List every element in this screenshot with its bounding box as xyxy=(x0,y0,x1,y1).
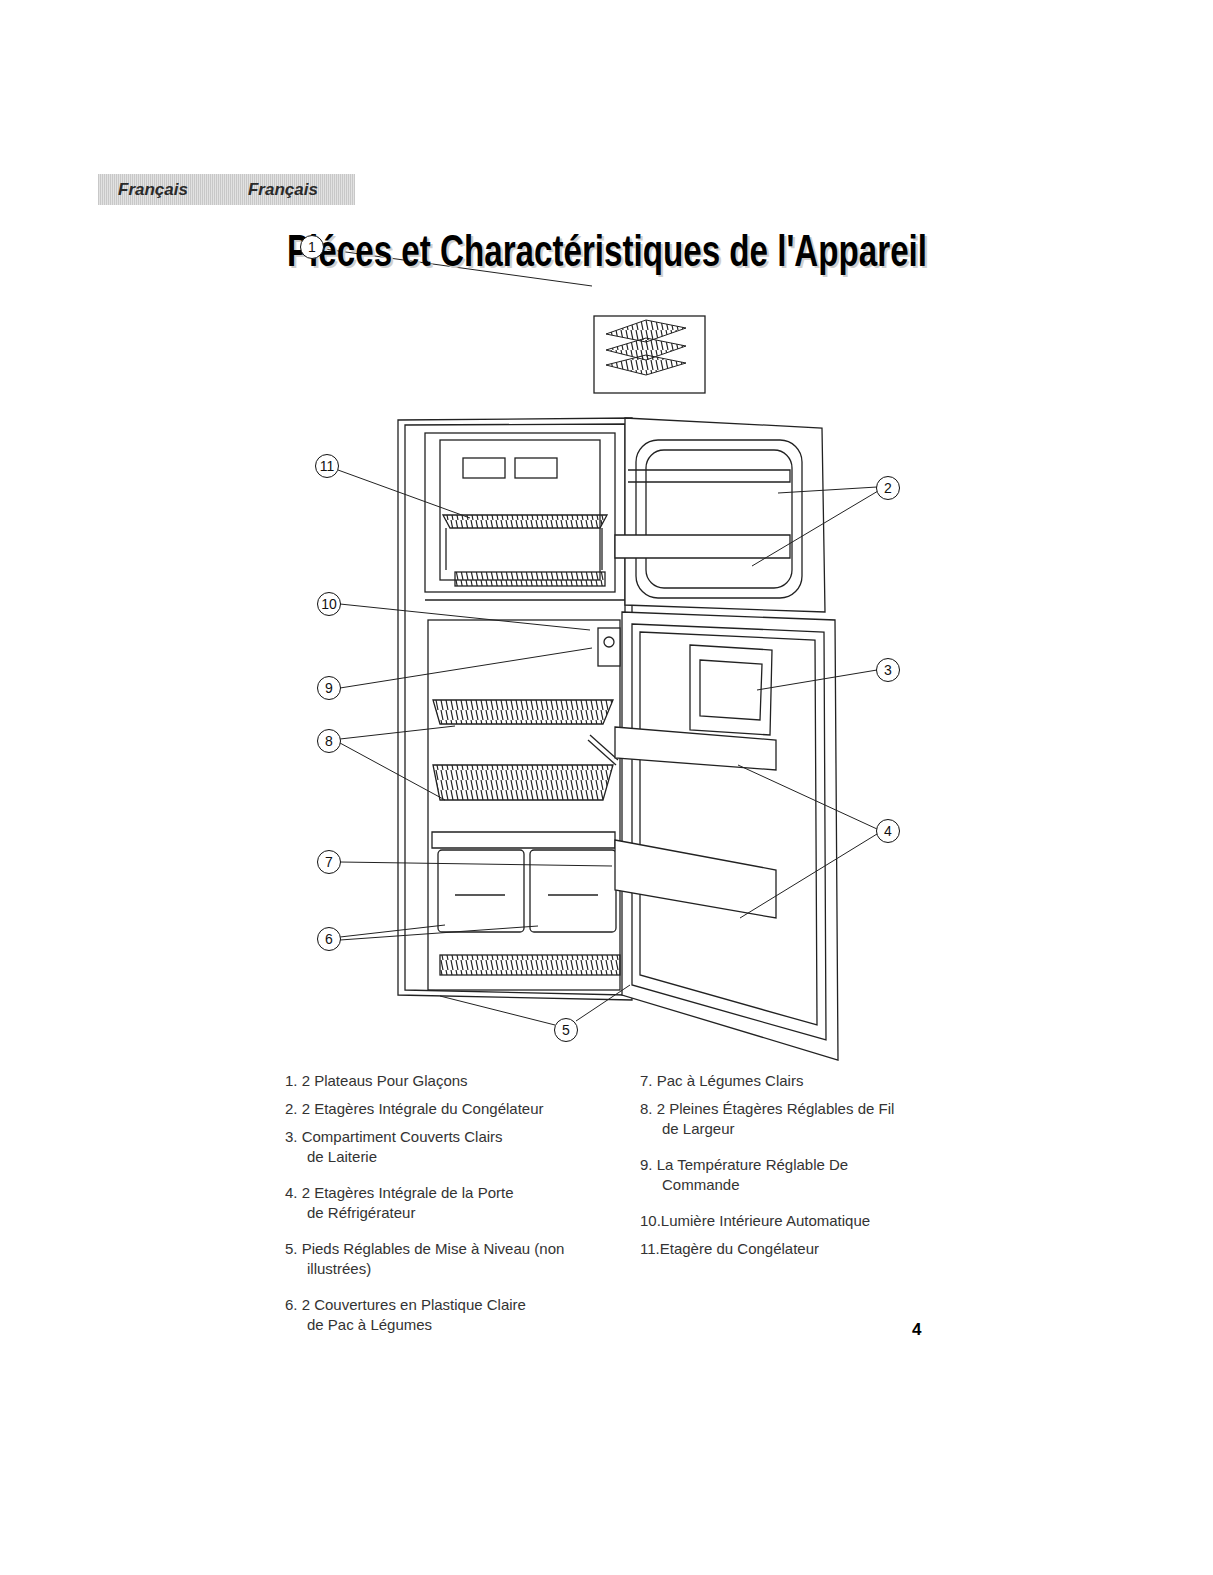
callout-circle: 6 xyxy=(317,927,341,951)
callout-number: 7 xyxy=(325,854,333,870)
callout-circle: 1 xyxy=(300,235,324,259)
page-title: Piéces et Charactéristiques de l'Apparei… xyxy=(287,226,927,276)
callout-number: 3 xyxy=(884,662,892,678)
callout-circle: 8 xyxy=(317,729,341,753)
part-item: 1. 2 Plateaus Pour Glaçons xyxy=(285,1071,647,1091)
part-item: 10.Lumière Intérieure Automatique xyxy=(640,1211,982,1231)
callout-number: 6 xyxy=(325,931,333,947)
callout-circle: 5 xyxy=(554,1018,578,1042)
part-item: 4. 2 Etagères Intégrale de la Porte de R… xyxy=(285,1183,525,1223)
callout-circle: 11 xyxy=(315,454,339,478)
part-item: 3. Compartiment Couverts Clairs de Laite… xyxy=(285,1127,512,1167)
part-item: 5. Pieds Réglables de Mise à Niveau (non… xyxy=(285,1239,582,1279)
callout-circle: 4 xyxy=(876,819,900,843)
callout-number: 1 xyxy=(308,239,316,255)
language-tab: Français xyxy=(118,180,188,200)
callout-circle: 3 xyxy=(876,658,900,682)
callout-number: 2 xyxy=(884,480,892,496)
part-item: 9. La Température Réglable De Commande xyxy=(640,1155,907,1195)
part-item: 7. Pac à Légumes Clairs xyxy=(640,1071,982,1091)
callout-number: 8 xyxy=(325,733,333,749)
callout-circle: 10 xyxy=(317,592,341,616)
part-item: 6. 2 Couvertures en Plastique Claire de … xyxy=(285,1295,529,1335)
callout-number: 5 xyxy=(562,1022,570,1038)
callout-number: 11 xyxy=(320,458,335,474)
callout-circle: 9 xyxy=(317,676,341,700)
part-item: 11.Etagère du Congélateur xyxy=(640,1239,982,1259)
callout-number: 9 xyxy=(325,680,333,696)
callout-number: 10 xyxy=(321,596,337,612)
callout-circle: 7 xyxy=(317,850,341,874)
part-item: 8. 2 Pleines Étagères Réglables de Fil d… xyxy=(640,1099,902,1139)
callout-circle: 2 xyxy=(876,476,900,500)
part-item: 2. 2 Etagères Intégrale du Congélateur xyxy=(285,1099,647,1119)
language-band: Français Français xyxy=(98,174,355,205)
page-number: 4 xyxy=(912,1320,942,1340)
callout-number: 4 xyxy=(884,823,892,839)
language-tab: Français xyxy=(248,180,318,200)
